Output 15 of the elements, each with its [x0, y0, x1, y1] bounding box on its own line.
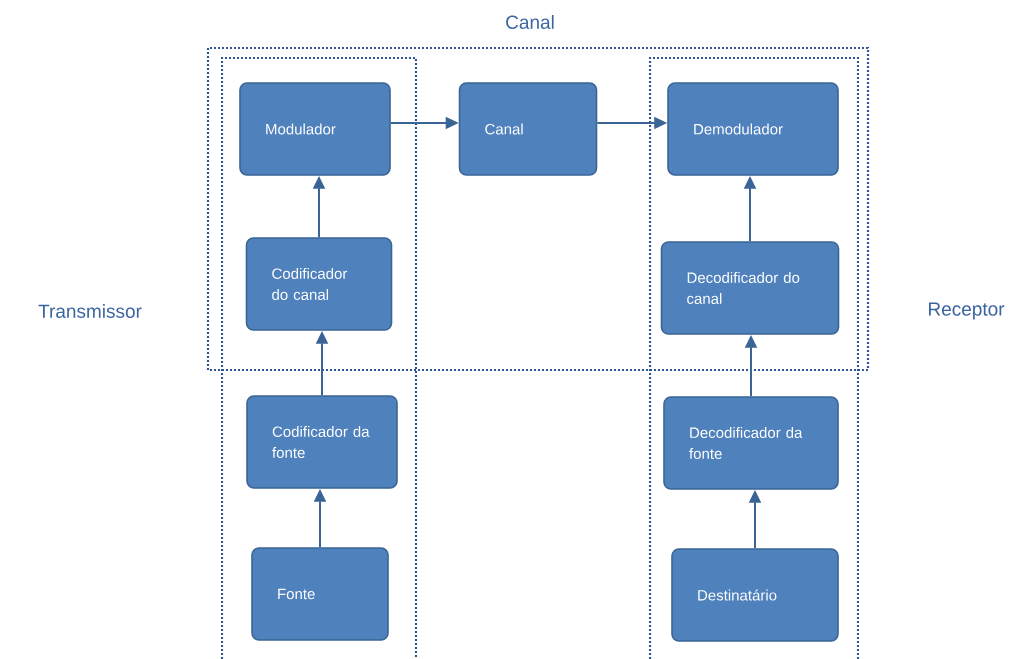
- dotted-frame: [648, 56, 860, 659]
- process-box: Destinatário: [671, 548, 839, 642]
- process-box: Decodificador da fonte: [663, 396, 839, 490]
- process-box: Codificador do canal: [245, 237, 393, 331]
- group-label: Canal: [506, 15, 554, 29]
- process-box: Modulador: [239, 82, 391, 176]
- process-box: Decodificador do canal: [660, 241, 840, 335]
- process-box: Canal: [458, 82, 598, 176]
- process-box: Fonte: [251, 547, 389, 641]
- group-label: Transmissor: [38, 304, 142, 318]
- process-box: Codificador da fonte: [246, 395, 398, 489]
- group-label: Receptor: [929, 302, 1005, 320]
- dotted-frame: [220, 56, 418, 659]
- dotted-frame: [206, 46, 870, 372]
- process-box: Demodulador: [667, 82, 839, 176]
